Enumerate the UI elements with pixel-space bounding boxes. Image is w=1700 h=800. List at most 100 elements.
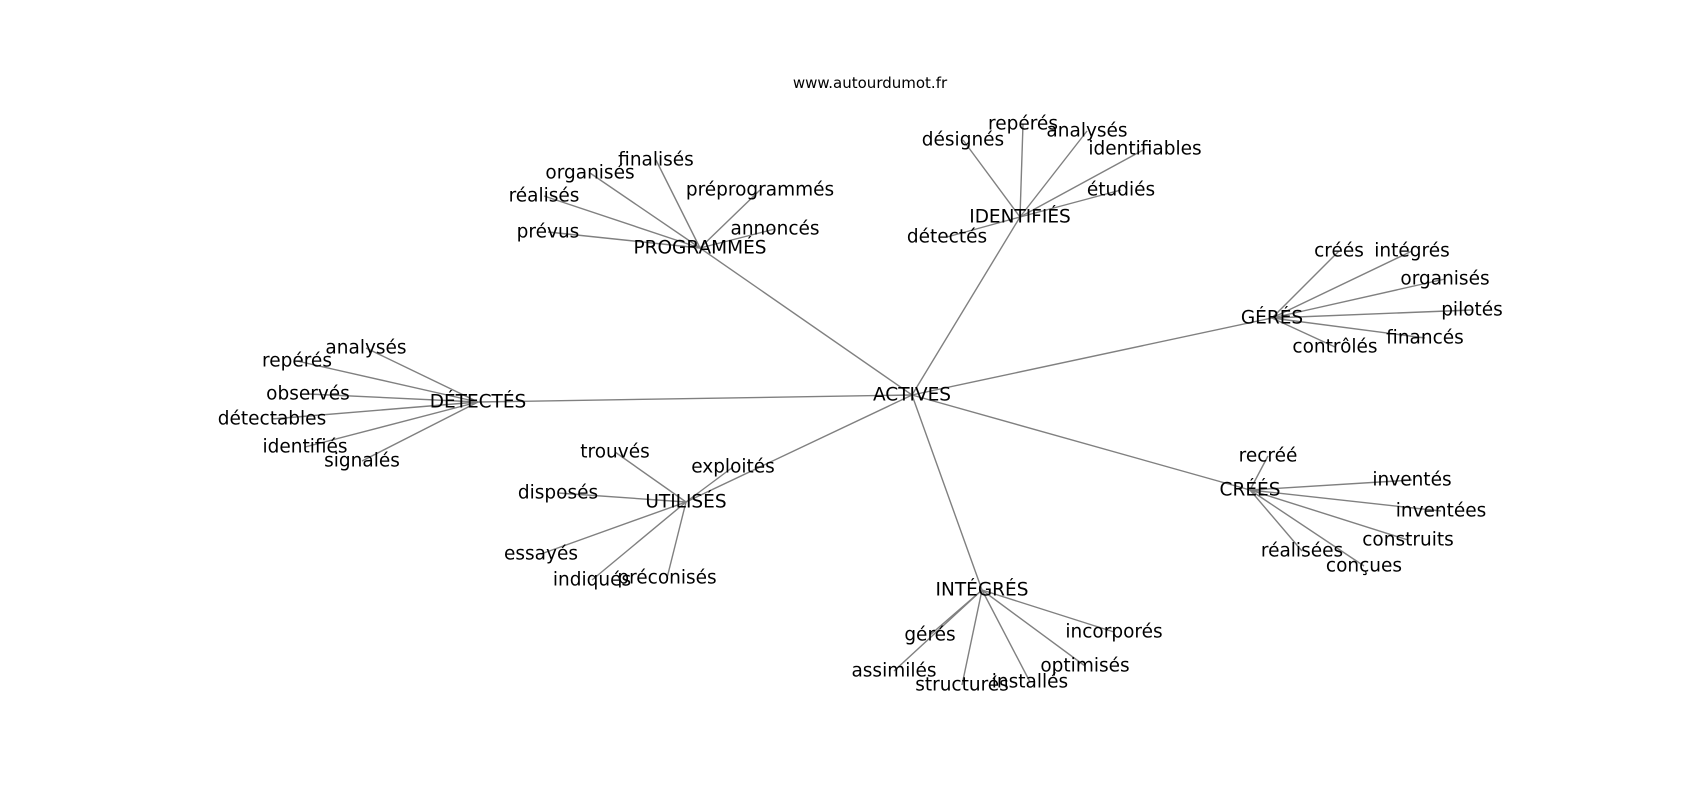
edge-hub-leaf (1019, 148, 1146, 218)
edge-hub-leaf (1271, 317, 1426, 339)
edge-hub-leaf (946, 216, 1021, 238)
edge-hub-leaf (1249, 489, 1442, 512)
leaf-node-label: inventés (1372, 470, 1451, 491)
edge-hub-leaf (1019, 123, 1024, 218)
leaf-node-label: gérés (904, 625, 955, 646)
edge-hub-leaf (666, 501, 687, 579)
leaf-node-label: assimilés (851, 661, 936, 682)
edge-hub-leaf (981, 589, 1086, 667)
leaf-node-label: organisés (1400, 269, 1489, 290)
edge-root-hub (911, 394, 1251, 491)
edges-layer (271, 123, 1473, 686)
leaf-node-label: optimisés (1040, 656, 1129, 677)
hub-node-label: UTILISÉS (645, 491, 726, 513)
edge-hub-leaf (1249, 479, 1413, 491)
leaf-node-label: conçues (1326, 556, 1402, 577)
edge-hub-leaf (365, 347, 479, 403)
edge-hub-leaf (543, 195, 701, 249)
leaf-node-label: disposés (518, 483, 598, 504)
site-label: www.autourdumot.fr (793, 74, 948, 92)
leaf-node-label: prévus (517, 222, 580, 243)
edge-hub-leaf (1271, 250, 1340, 319)
edge-hub-leaf (589, 172, 701, 249)
leaf-node-label: repérés (988, 114, 1058, 135)
edge-hub-leaf (296, 360, 479, 403)
leaf-node-label: exploités (691, 457, 775, 478)
leaf-node-label: organisés (545, 163, 634, 184)
edge-hub-leaf (981, 589, 1031, 683)
edge-hub-leaf (557, 492, 687, 503)
leaf-node-label: identifiés (262, 437, 347, 458)
edge-root-hub (477, 394, 913, 403)
edge-hub-leaf (1271, 278, 1446, 319)
edge-hub-leaf (1271, 250, 1413, 319)
edge-hub-leaf (1019, 189, 1122, 218)
leaf-node-label: annoncés (730, 219, 819, 240)
edge-hub-leaf (699, 228, 776, 249)
leaf-node-label: contrôlés (1292, 337, 1377, 358)
leaf-node-label: trouvés (580, 442, 649, 463)
edge-hub-leaf (304, 401, 479, 448)
leaf-node-label: indiqués (553, 570, 631, 591)
edge-hub-leaf (699, 189, 761, 249)
leaf-node-label: désignés (922, 130, 1004, 151)
edge-hub-leaf (1249, 489, 1365, 567)
edge-hub-leaf (547, 231, 701, 249)
hub-node-label: INTÉGRÉS (936, 579, 1029, 601)
labels-layer: ACTIVESPROGRAMMÉSfinalisésorganisésréali… (218, 114, 1503, 696)
leaf-node-label: créés (1314, 241, 1364, 262)
leaf-node-label: recréé (1239, 446, 1298, 467)
leaf-node-label: préprogrammés (686, 180, 834, 201)
leaf-node-label: pilotés (1441, 300, 1503, 321)
leaf-node-label: observés (266, 384, 350, 405)
hub-node-label: IDENTIFIÉS (969, 206, 1071, 228)
leaf-node-label: intégrés (1374, 241, 1449, 262)
leaf-node-label: détectables (218, 409, 326, 430)
edge-hub-leaf (614, 451, 687, 503)
edge-root-hub (685, 394, 913, 503)
leaf-node-label: réalisés (509, 186, 580, 207)
leaf-node-label: analysés (1046, 121, 1127, 142)
edge-root-hub (699, 247, 913, 396)
edge-hub-leaf (961, 589, 983, 686)
edge-hub-leaf (1271, 317, 1336, 348)
edge-hub-leaf (591, 501, 687, 581)
leaf-node-label: installés (992, 672, 1068, 693)
edge-hub-leaf (893, 589, 983, 672)
leaf-node-label: financés (1386, 328, 1464, 349)
edge-root-hub (911, 317, 1273, 396)
root-node-label: ACTIVES (873, 385, 951, 406)
leaf-node-label: étudiés (1087, 180, 1155, 201)
leaf-node-label: identifiables (1088, 139, 1201, 160)
edge-hub-leaf (1249, 455, 1269, 491)
edge-hub-leaf (540, 501, 687, 555)
edge-root-hub (911, 216, 1021, 396)
edge-hub-leaf (655, 159, 701, 249)
leaf-node-label: construits (1362, 530, 1453, 551)
edge-hub-leaf (1249, 489, 1409, 541)
edge-root-hub (911, 394, 983, 591)
leaf-node-label: réalisées (1261, 541, 1343, 562)
hub-node-label: DÉTECTÉS (430, 391, 527, 413)
edge-hub-leaf (1019, 130, 1088, 218)
leaf-node-label: incorporés (1065, 622, 1162, 643)
leaf-node-label: finalisés (618, 150, 694, 171)
leaf-node-label: détectés (907, 227, 987, 248)
edge-hub-leaf (981, 589, 1115, 633)
edge-hub-leaf (962, 139, 1021, 218)
leaf-node-label: repérés (262, 351, 332, 372)
leaf-node-label: signalés (324, 451, 400, 472)
hub-node-label: PROGRAMMÉS (633, 237, 766, 259)
hub-node-label: GÉRÉS (1241, 307, 1303, 329)
leaf-node-label: structurés (915, 675, 1009, 696)
leaf-node-label: essayés (504, 544, 578, 565)
edge-hub-leaf (1249, 489, 1303, 552)
edge-hub-leaf (1271, 309, 1473, 319)
hub-node-label: CRÉÉS (1220, 479, 1281, 501)
edge-hub-leaf (361, 401, 479, 462)
leaf-node-label: inventées (1396, 501, 1487, 522)
edge-hub-leaf (685, 466, 734, 503)
leaf-node-label: analysés (325, 338, 406, 359)
leaf-node-label: préconisés (617, 568, 716, 589)
